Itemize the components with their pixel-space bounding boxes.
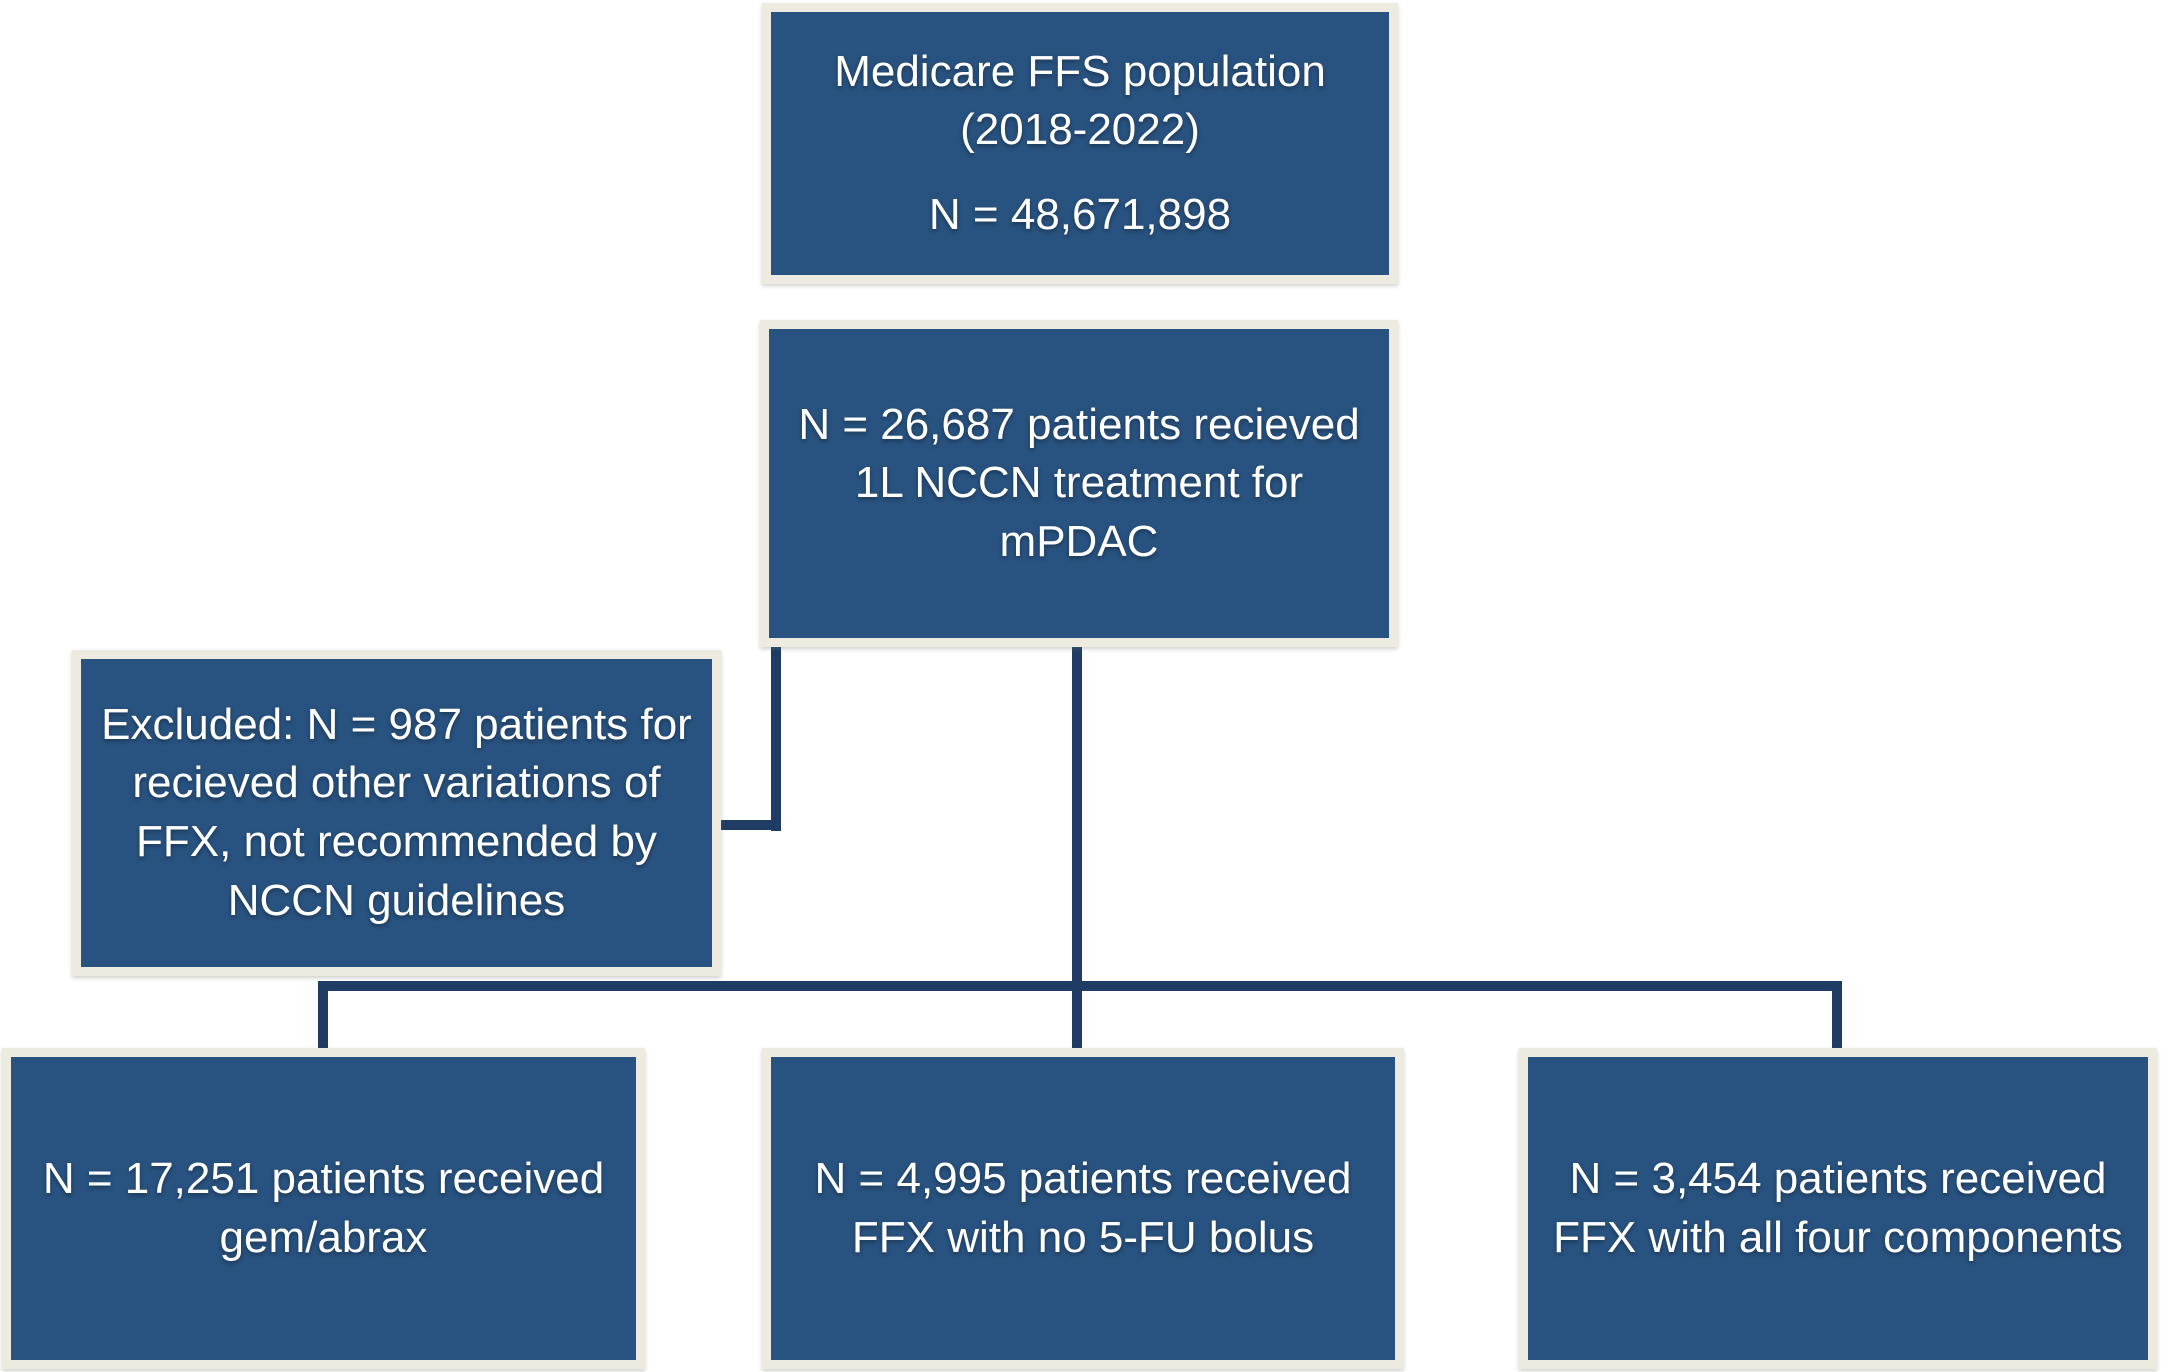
medicare-population-box: Medicare FFS population (2018-2022) N = …	[762, 3, 1398, 284]
text-line: 1L NCCN treatment for	[854, 458, 1304, 508]
text-line: (2018-2022)	[960, 105, 1200, 155]
text-line: gem/abrax	[219, 1212, 428, 1262]
text-line: FFX with no 5-FU bolus	[851, 1212, 1315, 1262]
ffx-all-components-box: N = 3,454 patients received FFX with all…	[1519, 1048, 2157, 1369]
ffx-all-components-text: N = 3,454 patients received FFX with all…	[1528, 1150, 2148, 1267]
gem-abrax-text: N = 17,251 patients received gem/abrax	[11, 1150, 636, 1267]
ffx-no-bolus-box: N = 4,995 patients received FFX with no …	[762, 1048, 1404, 1369]
connector-distribution-horizontal	[318, 981, 1842, 991]
text-line: Excluded: N = 987 patients for	[101, 699, 692, 749]
ffx-no-bolus-text: N = 4,995 patients received FFX with no …	[771, 1150, 1395, 1267]
excluded-text: Excluded: N = 987 patients for recieved …	[81, 696, 712, 930]
text-line: mPDAC	[999, 516, 1159, 566]
connector-left-drop	[318, 981, 328, 1057]
text-line: FFX with all four components	[1553, 1212, 2123, 1262]
nccn-cohort-box: N = 26,687 patients recieved 1L NCCN tre…	[760, 320, 1398, 647]
text-line: FFX, not recommended by	[136, 817, 657, 866]
nccn-cohort-text: N = 26,687 patients recieved 1L NCCN tre…	[769, 396, 1389, 572]
paragraph-spacer	[771, 160, 1389, 186]
text-line: N = 48,671,898	[928, 189, 1232, 239]
text-line: N = 3,454 patients received	[1569, 1153, 2107, 1203]
connector-center-vertical	[1072, 645, 1082, 1057]
text-line: N = 26,687 patients recieved	[798, 399, 1360, 449]
text-line: N = 4,995 patients received	[814, 1153, 1352, 1203]
connector-excluded-vertical	[771, 645, 781, 831]
gem-abrax-box: N = 17,251 patients received gem/abrax	[2, 1048, 645, 1369]
medicare-population-text: Medicare FFS population (2018-2022) N = …	[771, 43, 1389, 245]
text-line: N = 17,251 patients received	[42, 1153, 605, 1203]
excluded-box: Excluded: N = 987 patients for recieved …	[72, 650, 721, 976]
text-line: Medicare FFS population	[834, 46, 1326, 96]
connector-excluded-horizontal	[710, 820, 781, 830]
text-line: NCCN guidelines	[227, 875, 566, 925]
text-line: recieved other variations of	[132, 758, 661, 808]
connector-right-drop	[1832, 981, 1842, 1057]
